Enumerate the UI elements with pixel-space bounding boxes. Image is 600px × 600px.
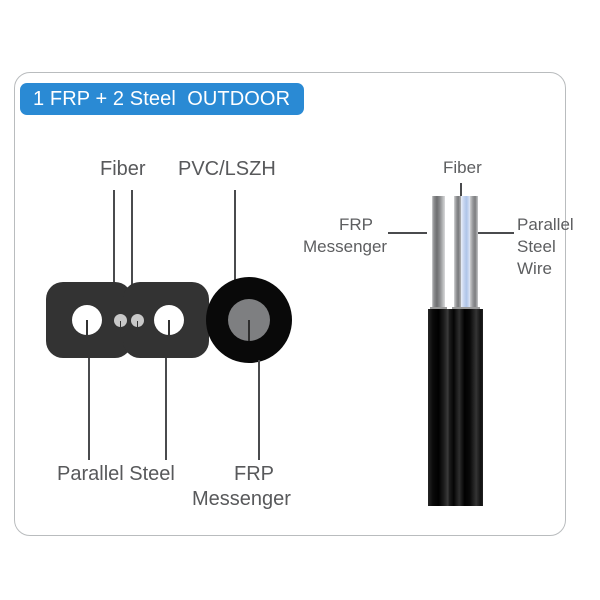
label-steel-cable-view-line3: Wire [517,259,552,278]
fiber-nick-1 [119,320,122,327]
leader-frp-cable-view [388,232,427,234]
leader-fiber-cable-view [460,183,462,207]
frp-messenger-strand [432,196,445,311]
title-badge: 1 FRP + 2 Steel OUTDOOR [20,83,305,115]
jacket-core-section [449,309,483,506]
label-fiber-cross-section: Fiber [100,158,146,180]
frp-messenger-cross-section [206,277,292,363]
leader-steel-cable-view [476,232,514,234]
label-parallel-steel: Parallel Steel [57,463,175,485]
steel-nick-left [86,320,88,335]
label-steel-cable-view-line1: Parallel [517,215,574,234]
jacket-messenger-section [428,309,450,506]
optical-fiber-2 [131,314,144,327]
steel-wire-strand-left [454,196,461,311]
drop-cable-illustration [424,196,488,506]
leader-frp-messenger [258,360,260,460]
label-frp-line2: Messenger [192,488,291,510]
steel-wire-strand-right [470,196,478,311]
leader-parallel-steel-1 [88,358,90,460]
label-fiber-cable-view: Fiber [443,158,482,177]
fiber-nick-2 [136,320,139,327]
leader-fiber-2 [131,190,133,310]
optical-fiber-1 [114,314,127,327]
frp-messenger-core [228,299,270,341]
label-frp-cable-view-line2: Messenger [303,237,388,256]
frp-core-nick [248,320,250,341]
optical-fiber-strand [461,196,470,311]
label-pvc-lszh: PVC/LSZH [178,158,276,180]
label-frp-cable-view-line1: FRP [339,215,373,234]
steel-nick-right [168,320,170,335]
leader-parallel-steel-2 [165,358,167,460]
label-frp-line1: FRP [234,463,274,485]
parallel-steel-wire-left [72,305,102,335]
flat-cable-cross-section [46,282,209,358]
label-steel-cable-view-line2: Steel [517,237,556,256]
leader-pvc-lszh [234,190,236,295]
parallel-steel-wire-right [154,305,184,335]
leader-fiber-1 [113,190,115,310]
